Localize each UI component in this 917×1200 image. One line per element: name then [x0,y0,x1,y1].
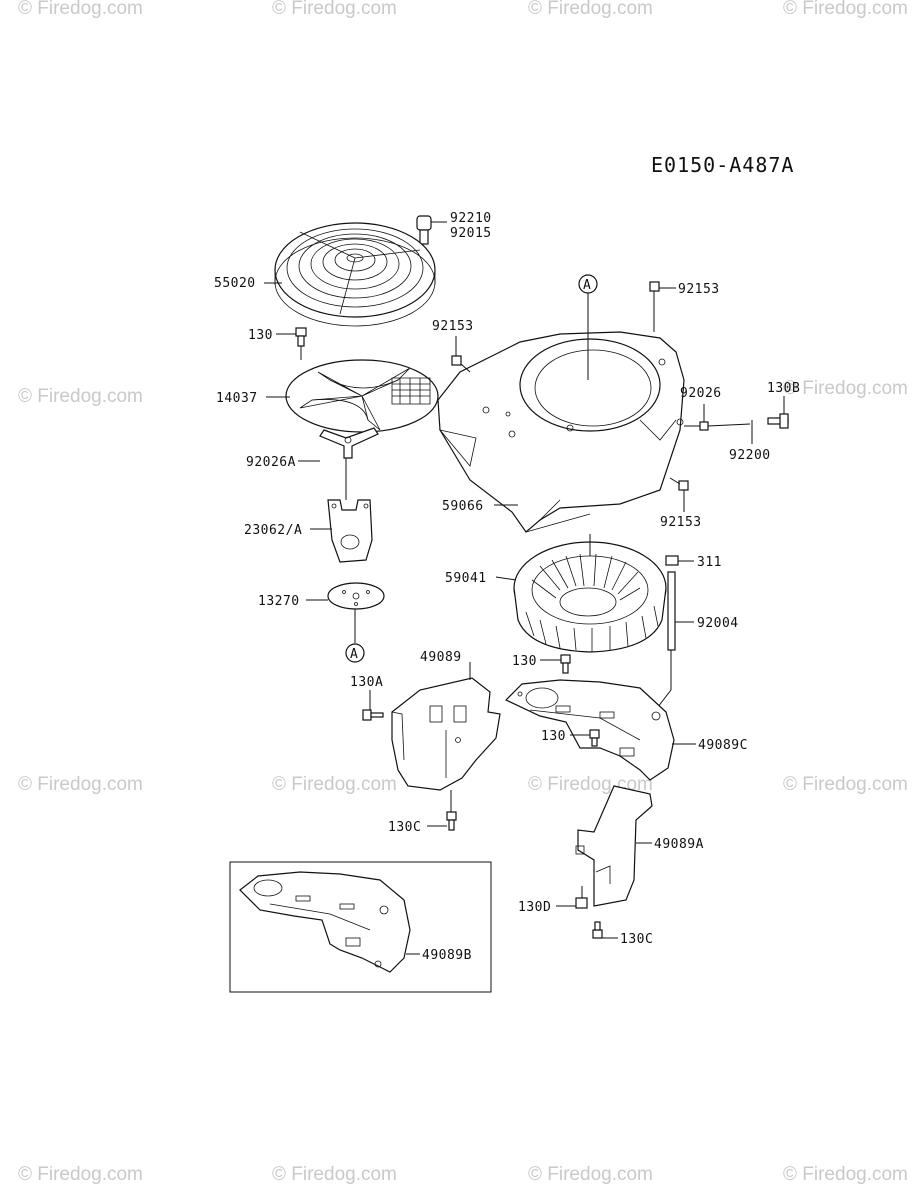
ref-a-label: A [350,647,358,662]
part-23062-bracket [327,499,373,563]
callout-130-mid: 130 [512,654,537,669]
callout-130: 130 [248,328,273,343]
part-130c-bolt-right [592,921,603,939]
part-92026-spacer [699,421,709,431]
callout-92026a: 92026A [246,455,296,470]
mesh-pattern [391,377,431,405]
callout-130b: 130B [767,381,800,396]
part-130b-bolt [767,413,789,429]
part-92153-bolt [649,281,660,332]
part-49089-shroud [391,677,501,791]
watermark: © Firedog.com [272,0,397,19]
part-130-bolt [295,327,307,347]
part-92210-bolt [416,215,432,245]
callout-92026: 92026 [680,386,722,401]
reference-a-marker [345,643,365,663]
watermark: © Firedog.com [528,0,653,19]
part-130d-bolt [575,886,588,909]
part-130-bolt [560,654,571,674]
watermark: © Firedog.com [18,1164,143,1185]
callout-92153-top: 92153 [678,282,720,297]
part-130c-bolt-left [446,811,457,831]
part-92153-bolt-left [451,355,471,373]
callout-14037: 14037 [216,391,258,406]
callout-23062: 23062/A [244,523,302,538]
callout-92004: 92004 [697,616,739,631]
callout-49089b: 49089B [422,948,472,963]
watermark: © Firedog.com [18,386,143,407]
part-92004-stud [667,571,676,651]
part-311-nut [665,555,679,566]
callout-92015: 92015 [450,226,492,241]
callout-130c-left: 130C [388,820,421,835]
part-59041-flywheel [513,541,667,653]
callout-92153-left: 92153 [432,319,474,334]
ref-a-label: A [583,278,591,293]
callout-55020: 55020 [214,276,256,291]
part-55020-screen [274,222,436,327]
inset-49089b: 49089B [229,861,492,993]
part-130a-bolt [362,709,384,721]
callout-49089: 49089 [420,650,462,665]
watermarks: © Firedog.com © Firedog.com © Firedog.co… [18,0,908,1185]
watermark: © Firedog.com [272,1164,397,1185]
part-14037-plate [285,359,439,433]
part-92026a-bracket [319,427,379,459]
callout-130c-right: 130C [620,932,653,947]
callout-92153-right: 92153 [660,515,702,530]
watermark: © Firedog.com [18,774,143,795]
callout-49089c: 49089C [698,738,748,753]
part-49089b-shroud [239,871,411,973]
callout-311: 311 [697,555,722,570]
part-59066-blower-housing [437,331,685,533]
part-13270-plate [327,582,385,610]
watermark: © Firedog.com [272,774,397,795]
watermark: © Firedog.com [783,378,908,399]
watermark: © Firedog.com [783,774,908,795]
callout-59041: 59041 [445,571,487,586]
part-49089a-shroud [575,785,653,907]
fan-fins [525,553,659,652]
diagram-code: E0150-A487A [651,153,794,177]
callout-59066: 59066 [442,499,484,514]
callout-130-low: 130 [541,729,566,744]
callout-92200: 92200 [729,448,771,463]
callout-130a: 130A [350,675,383,690]
callout-49089a: 49089A [654,837,704,852]
watermark: © Firedog.com [783,0,908,19]
callout-92210: 92210 [450,211,492,226]
watermark: © Firedog.com [18,0,143,19]
callout-130d: 130D [518,900,551,915]
part-92153-bolt-right [669,477,689,491]
watermark: © Firedog.com [528,1164,653,1185]
part-130-bolt-lower [589,729,600,747]
watermark: © Firedog.com [783,1164,908,1185]
callout-13270: 13270 [258,594,300,609]
